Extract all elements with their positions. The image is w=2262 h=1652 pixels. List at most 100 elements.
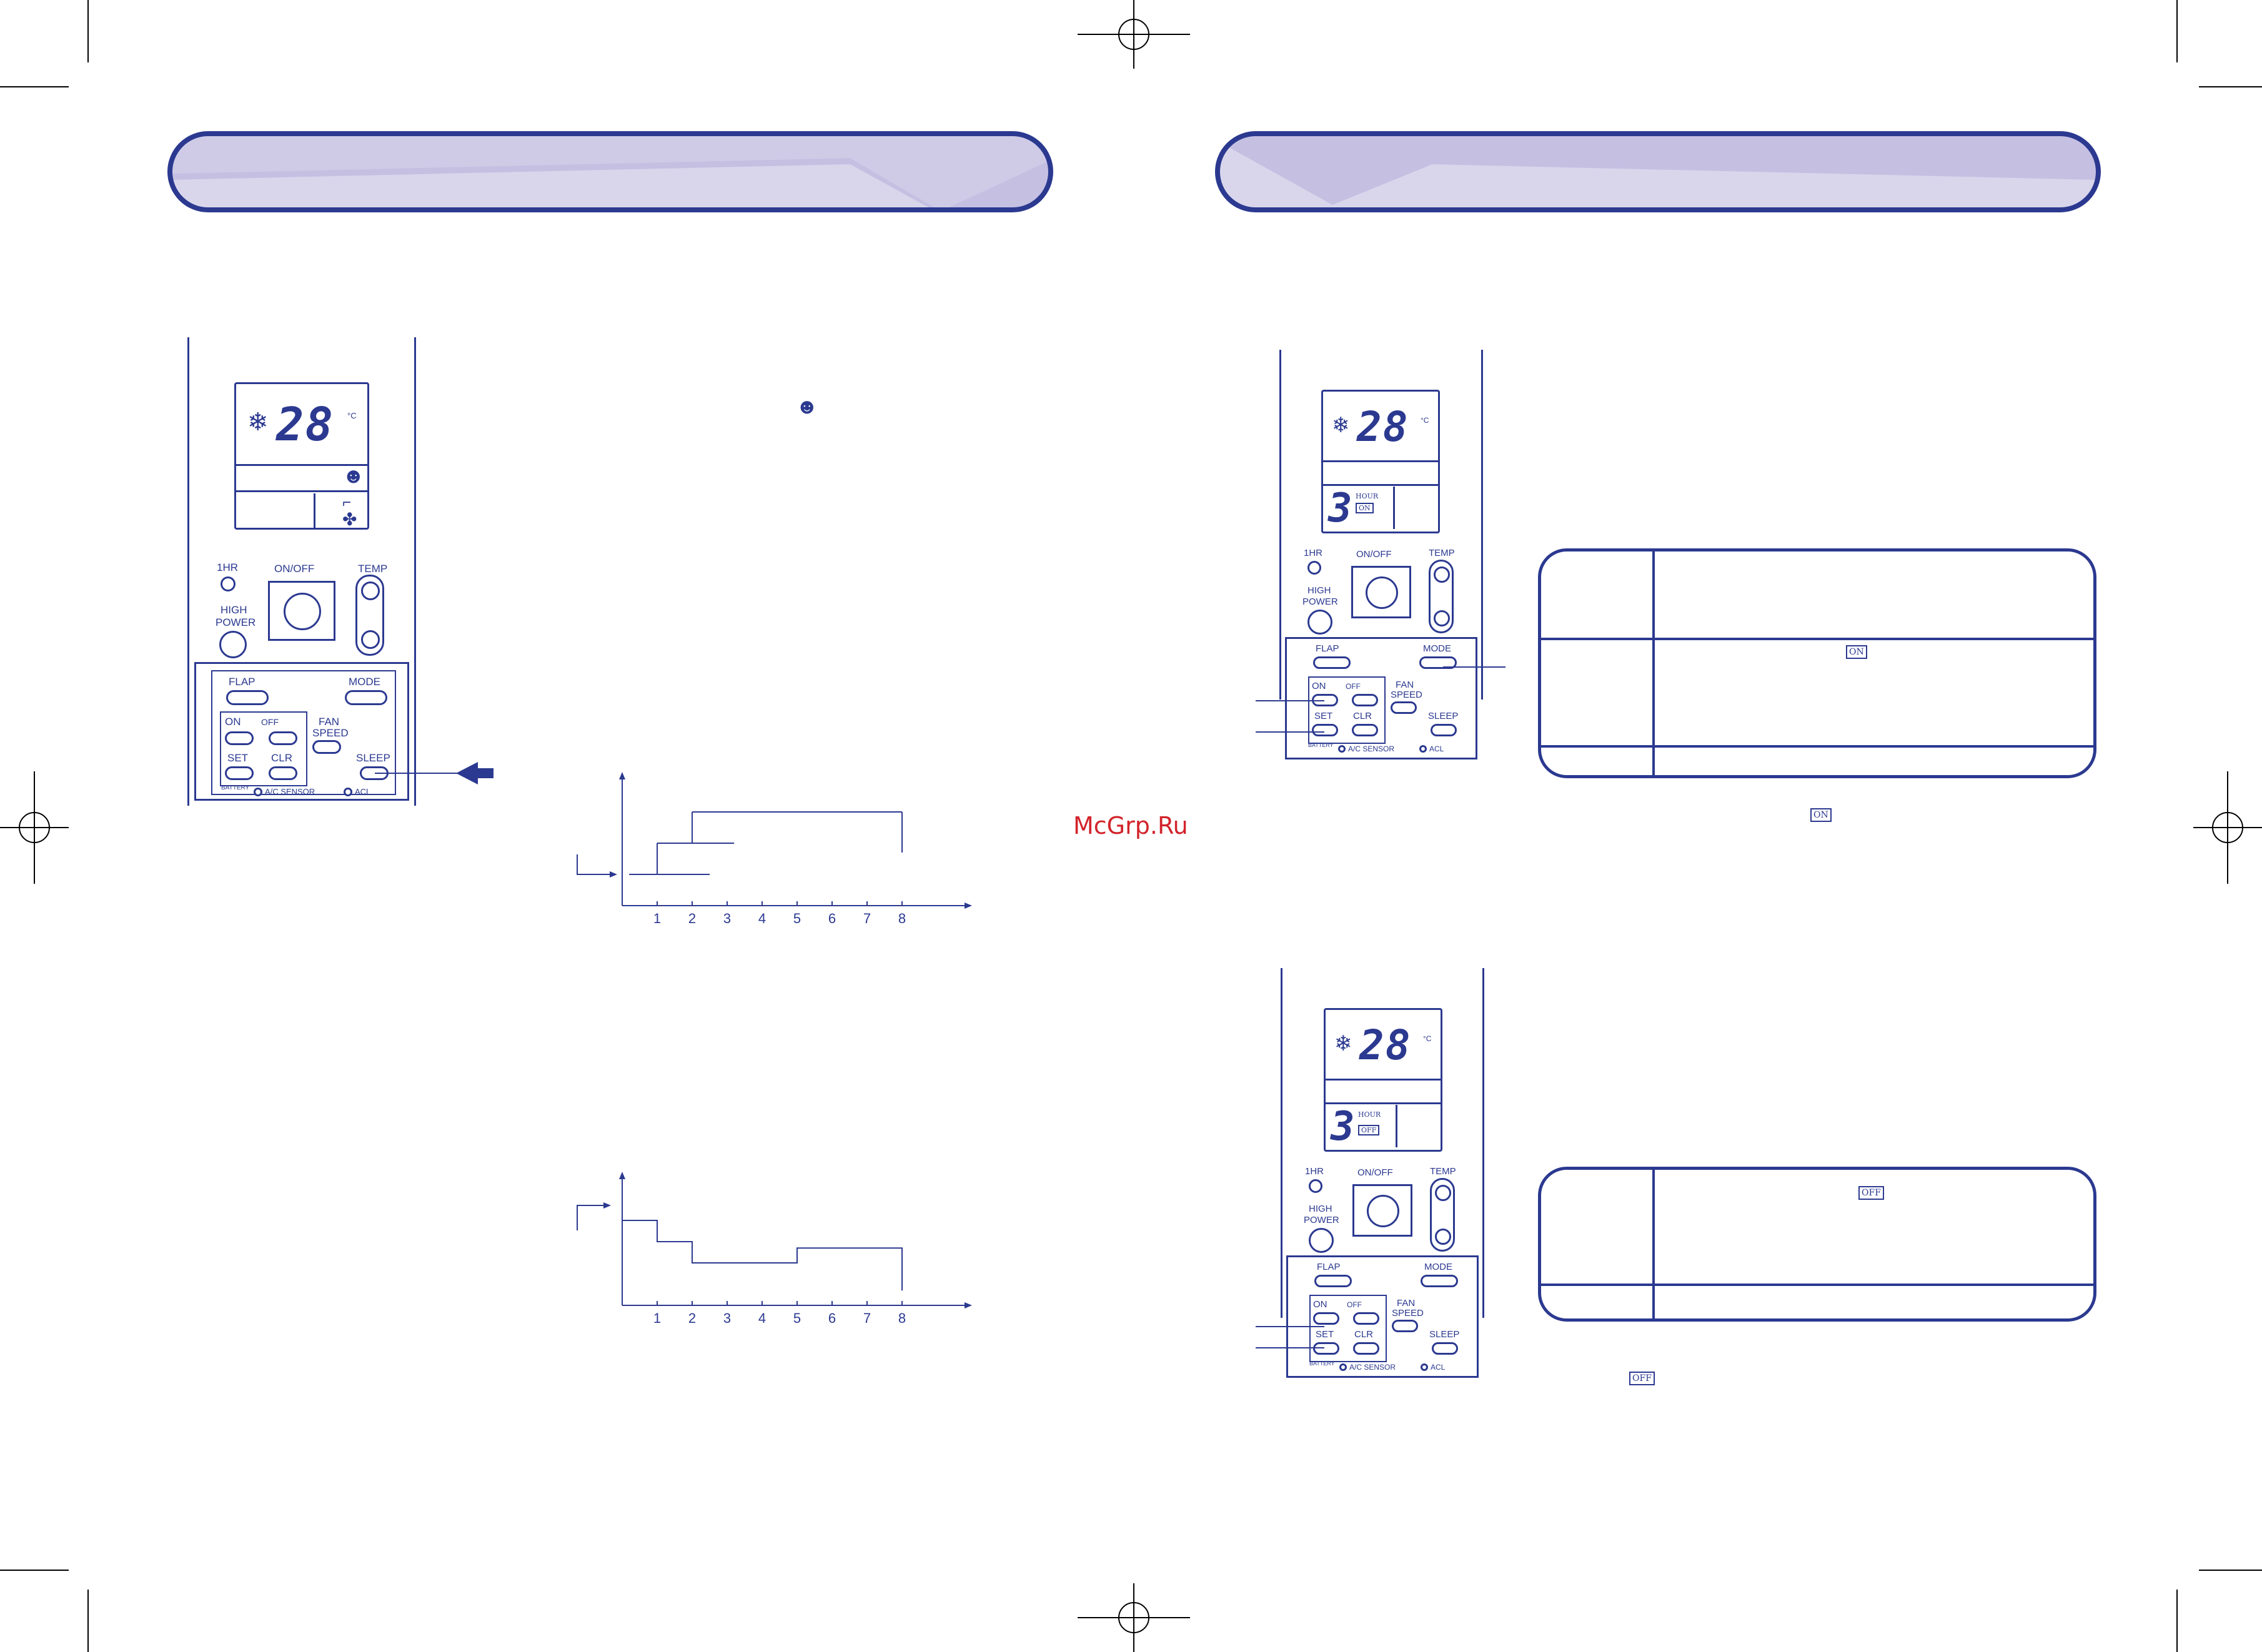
timer-off-button[interactable]	[1353, 1312, 1379, 1325]
timer-on-callouts	[1256, 666, 1506, 733]
timer-on-button[interactable]	[1313, 1312, 1339, 1325]
label-sleep: SLEEP	[356, 752, 390, 764]
label-off: OFF	[261, 717, 279, 727]
mode-button[interactable]	[345, 690, 387, 705]
fan-speed-button[interactable]	[1392, 1320, 1418, 1332]
x-tick-label: 3	[723, 1310, 731, 1326]
label-sleep: SLEEP	[1428, 711, 1459, 721]
watermark: McGrp.Ru	[1073, 812, 1188, 839]
label-mode: MODE	[1424, 1262, 1452, 1272]
set-button[interactable]	[1312, 724, 1338, 736]
1hr-button[interactable]	[1309, 1179, 1322, 1193]
timer-off-callouts	[1256, 1326, 1324, 1348]
label-acl: ACL	[1431, 1363, 1446, 1372]
x-tick-label: 5	[793, 911, 801, 926]
fan-speed-button[interactable]	[312, 740, 341, 754]
temperature-readout: 28	[1357, 403, 1409, 451]
label-ac-sensor: A/C SENSOR	[1349, 1363, 1396, 1372]
label-speed: SPEED	[312, 727, 349, 739]
start-pointer	[577, 1205, 606, 1230]
temp-up-button[interactable]	[361, 581, 380, 600]
lcd-display: ❄ 28 °C ☻ ⌐ ✤	[234, 382, 369, 530]
label-temp: TEMP	[1429, 548, 1455, 558]
label-hour: HOUR	[1358, 1110, 1381, 1119]
start-pointer-arrow	[603, 1202, 611, 1209]
label-speed: SPEED	[1391, 690, 1422, 700]
on-off-button[interactable]	[284, 593, 321, 630]
fan-speed-button[interactable]	[1391, 701, 1417, 714]
clr-button[interactable]	[269, 766, 297, 780]
temp-rocker[interactable]	[1429, 560, 1454, 633]
on-off-button[interactable]	[1367, 1195, 1399, 1227]
sleep-button[interactable]	[1431, 724, 1457, 736]
clr-button[interactable]	[1352, 724, 1378, 736]
label-flap: FLAP	[1317, 1262, 1341, 1272]
registration-mark-bottom	[1078, 1583, 1190, 1652]
set-button[interactable]	[225, 766, 254, 780]
header-banner-right	[1215, 131, 2101, 212]
remote-control-timer-on: ❄ 28 °C 3 HOUR ON 1HR HIGH POWER ON/OFF …	[1279, 350, 1483, 759]
temp-down-button[interactable]	[1435, 1229, 1451, 1245]
acl-button[interactable]	[344, 788, 352, 796]
temp-down-button[interactable]	[361, 630, 380, 649]
timer-on-button[interactable]	[225, 731, 254, 745]
label-on: ON	[1313, 1299, 1327, 1310]
acl-button[interactable]	[1419, 745, 1427, 753]
clr-button[interactable]	[1353, 1342, 1379, 1355]
high-power-button[interactable]	[1307, 610, 1332, 635]
series-line	[622, 1220, 903, 1291]
acl-button[interactable]	[1421, 1363, 1428, 1371]
label-power: POWER	[1304, 1215, 1339, 1225]
sleep-button[interactable]	[1432, 1342, 1458, 1355]
label-temp: TEMP	[358, 563, 388, 575]
header-banner-left	[167, 131, 1053, 212]
ac-sensor-button[interactable]	[1338, 745, 1346, 753]
ac-sensor-button[interactable]	[254, 788, 262, 796]
registration-mark-top	[1078, 0, 1190, 69]
flap-button[interactable]	[1313, 656, 1351, 669]
temp-up-button[interactable]	[1435, 1185, 1451, 1201]
label-high: HIGH	[221, 604, 247, 616]
y-axis-arrow	[619, 772, 625, 779]
temp-rocker[interactable]	[1430, 1178, 1455, 1252]
timer-on-badge-table: ON	[1846, 645, 1867, 659]
on-off-button[interactable]	[1366, 576, 1398, 609]
x-tick-label: 3	[723, 911, 731, 926]
1hr-button[interactable]	[1307, 561, 1321, 575]
sleep-face-icon: ☻	[342, 464, 365, 488]
1hr-button[interactable]	[221, 576, 236, 591]
label-1hr: 1HR	[1305, 1166, 1324, 1177]
flap-button[interactable]	[1314, 1275, 1352, 1287]
registration-mark-left	[0, 771, 69, 884]
timer-off-button[interactable]	[1352, 694, 1378, 706]
x-tick-label: 6	[828, 1310, 836, 1326]
timer-off-button[interactable]	[269, 731, 297, 745]
x-tick-label: 1	[653, 911, 661, 926]
on-off-panel	[268, 581, 335, 641]
flap-button[interactable]	[226, 690, 269, 705]
celsius-label: °C	[347, 411, 357, 420]
label-high: HIGH	[1307, 585, 1331, 596]
label-on-off: ON/OFF	[274, 563, 315, 575]
ac-sensor-button[interactable]	[1339, 1363, 1347, 1371]
x-tick-label: 4	[758, 911, 766, 926]
x-tick-label: 8	[898, 911, 906, 926]
label-speed: SPEED	[1392, 1308, 1424, 1318]
label-sleep: SLEEP	[1429, 1329, 1460, 1340]
lower-panel: FLAP MODE ON OFF FAN SPEED SET CLR SLEEP…	[1285, 637, 1477, 759]
label-temp: TEMP	[1430, 1166, 1456, 1177]
temp-up-button[interactable]	[1434, 566, 1450, 583]
label-clr: CLR	[1353, 711, 1372, 721]
temp-rocker[interactable]	[355, 575, 384, 656]
temp-down-button[interactable]	[1434, 610, 1450, 626]
label-1hr: 1HR	[217, 561, 239, 573]
mode-button[interactable]	[1419, 656, 1457, 669]
x-axis-arrow	[965, 1302, 972, 1308]
high-power-button[interactable]	[1309, 1228, 1334, 1253]
timer-on-badge: ON	[1356, 503, 1374, 513]
high-power-button[interactable]	[219, 631, 247, 658]
snowflake-icon: ❄	[247, 408, 269, 436]
snowflake-icon: ❄	[1332, 413, 1350, 437]
mode-button[interactable]	[1421, 1275, 1458, 1287]
